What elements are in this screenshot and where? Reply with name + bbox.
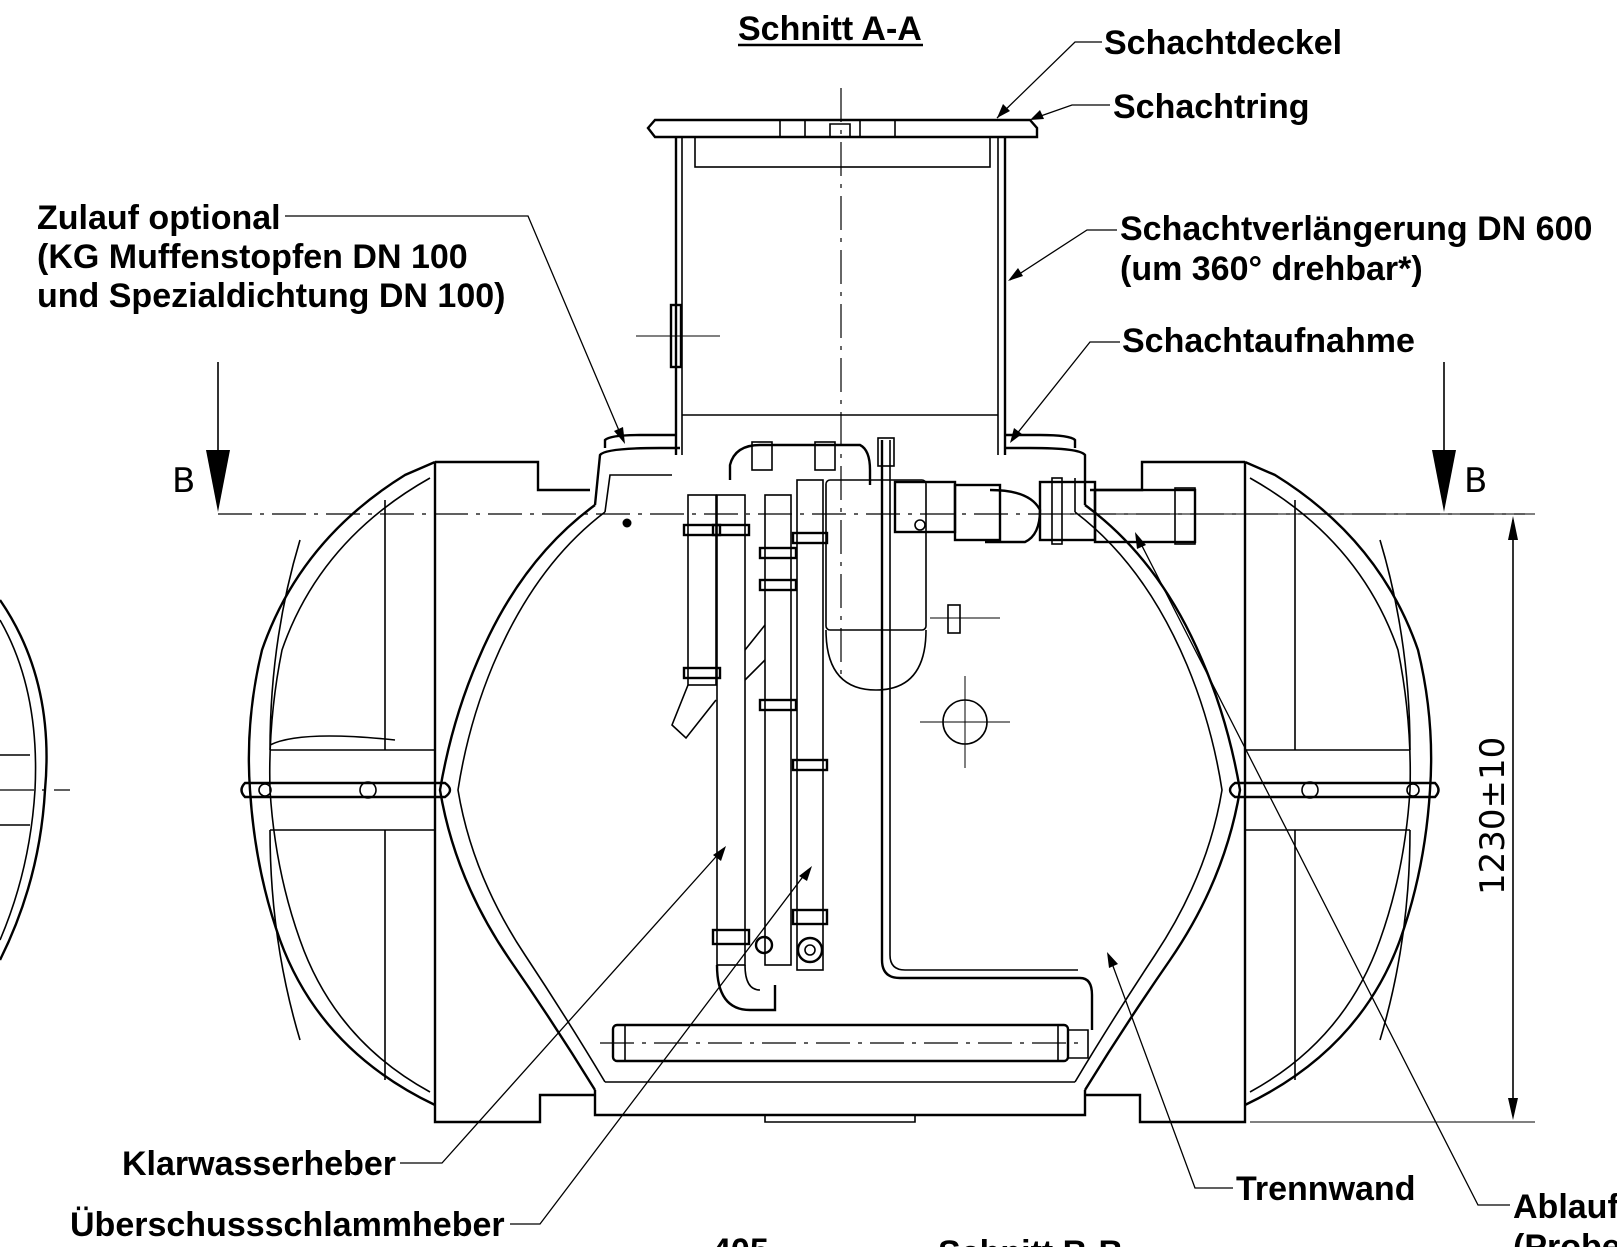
label-partition: Trennwand (1236, 1170, 1415, 1208)
section-title: Schnitt A-A (738, 10, 923, 48)
label-inlet-line1: Zulauf optional (37, 199, 281, 237)
label-clearwater-lifter: Klarwasserheber (122, 1145, 396, 1183)
manhole-shaft (603, 118, 1077, 455)
label-extension-line2: (um 360° drehbar*) (1120, 250, 1423, 288)
label-inlet-line3: und Spezialdichtung DN 100) (37, 277, 505, 315)
section-b-right-label: B (1464, 461, 1487, 501)
label-outlet-line2: (Probe (1513, 1228, 1617, 1247)
section-marker-left: B (172, 362, 230, 512)
height-dimension-value: 1230±10 (1473, 737, 1513, 895)
label-outlet-line1: Ablauf (1513, 1188, 1617, 1226)
label-sludge-lifter: Überschussschlammheber (70, 1206, 505, 1244)
bottom-partial-number: 405 (712, 1232, 769, 1247)
dimension-tolerance: ±10 (1473, 737, 1513, 809)
height-dimension: 1230±10 (1060, 513, 1535, 1123)
section-b-left-label: B (172, 461, 195, 501)
bottom-partial-title: Schnitt B-B (938, 1234, 1123, 1247)
label-receptacle: Schachtaufnahme (1122, 322, 1415, 360)
tank-body (240, 446, 1440, 1124)
section-title-text: Schnitt A-A (738, 10, 922, 48)
internal-piping (600, 437, 1197, 1063)
dimension-value: 1230 (1473, 808, 1513, 895)
left-partial-tank-view (0, 599, 70, 961)
label-ring: Schachtring (1113, 88, 1309, 126)
label-cover: Schachtdeckel (1104, 24, 1342, 62)
label-extension-line1: Schachtverlängerung DN 600 (1120, 210, 1592, 248)
section-marker-right: B (1432, 362, 1487, 512)
leader-lines (285, 41, 1510, 1225)
label-inlet-line2: (KG Muffenstopfen DN 100 (37, 238, 468, 276)
